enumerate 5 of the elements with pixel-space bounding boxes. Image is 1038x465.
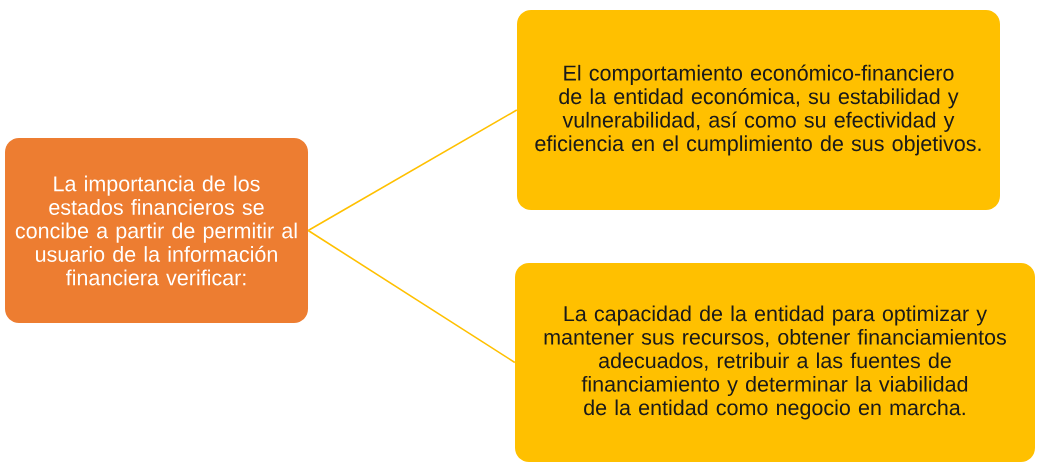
- topic-box: La importancia de los estados financieros se concibe a partir de permitir al usuario de la información financiera verificar:: [5, 138, 308, 323]
- connector-line: [307, 229, 516, 364]
- connector-line: [307, 109, 518, 232]
- detail-box: La capacidad de la entidad para optimizar y mantener sus recursos, obtener financiamientos adecuados, retribuir a las fuentes de financiamiento y determinar la viabilidad de la entidad como negocio en marcha.: [515, 263, 1035, 462]
- detail-box: El comportamiento económico-financiero de la entidad económica, su estabilidad y vulnerabilidad, así como su efectividad y eficiencia en el cumplimiento de sus objetivos.: [517, 10, 1000, 210]
